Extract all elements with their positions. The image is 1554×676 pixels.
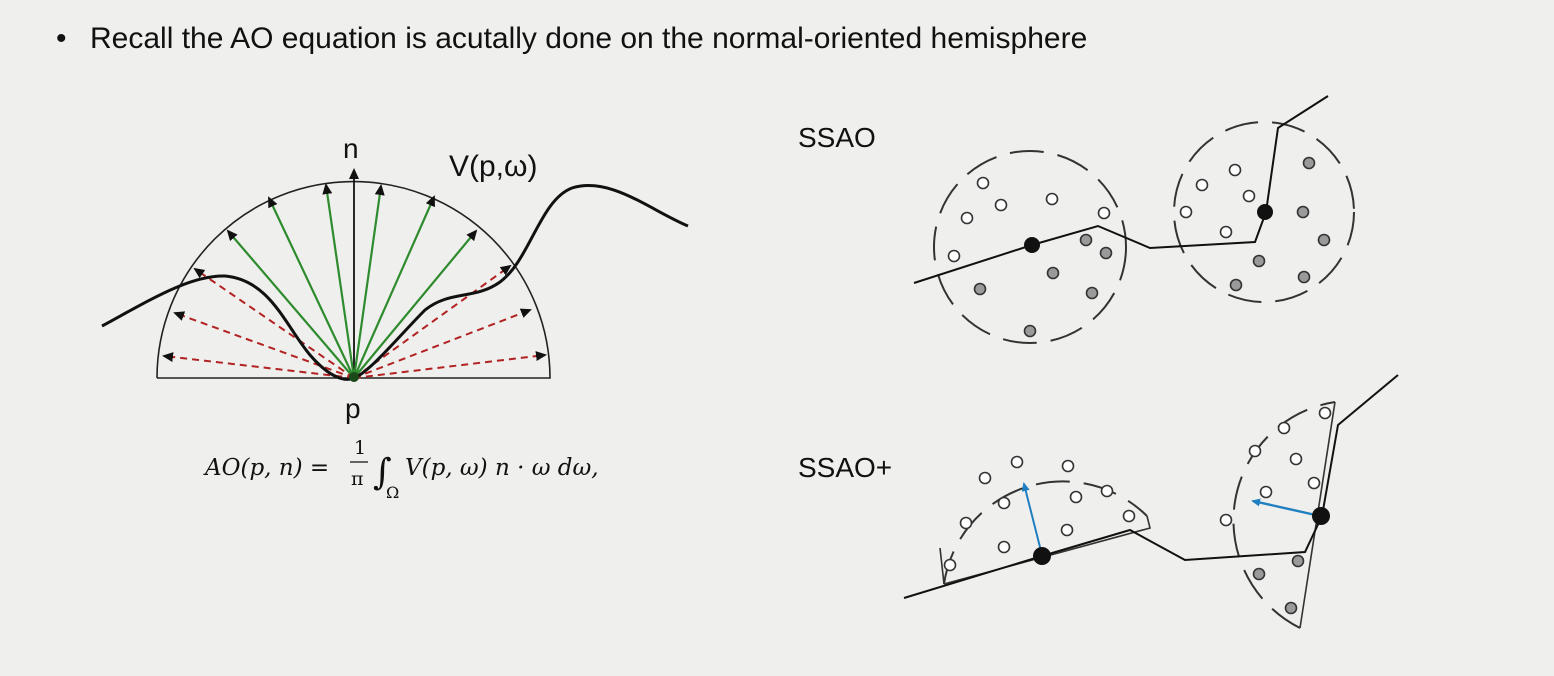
ssao-plus-label: SSAO+ bbox=[798, 452, 892, 483]
ssao-plus-occluded-samples bbox=[1252, 554, 1305, 615]
equation-rhs: V(p, ω) n · ω dω, bbox=[405, 455, 599, 481]
ao-equation: AO(p, n) = 1 π ∫ Ω V(p, ω) n · ω dω, bbox=[203, 437, 599, 502]
bullet-text: Recall the AO equation is acutally done … bbox=[90, 22, 1088, 55]
ssao-plus-hemi-2-arc bbox=[1232, 401, 1336, 629]
n-label: n bbox=[343, 133, 359, 164]
ssao-plus-point-1 bbox=[1033, 547, 1051, 565]
ssao-sphere-2 bbox=[1173, 121, 1355, 303]
ssao-unoccluded-samples bbox=[947, 163, 1256, 263]
visibility-label: V(p,ω) bbox=[449, 150, 537, 183]
occluded-rays bbox=[162, 264, 547, 379]
ssao-plus-point-2 bbox=[1312, 507, 1330, 525]
bullet-item: • Recall the AO equation is acutally done… bbox=[56, 22, 1087, 56]
ssao-figure bbox=[913, 95, 1355, 344]
ssao-plus-normal-1 bbox=[1021, 482, 1043, 556]
integral-domain: Ω bbox=[386, 483, 399, 502]
equation-lhs: AO(p, n) = bbox=[203, 455, 329, 481]
bullet-marker: • bbox=[56, 22, 67, 55]
point-p bbox=[349, 372, 359, 382]
equation-frac-den: π bbox=[351, 468, 364, 490]
surface-curve bbox=[101, 184, 689, 381]
hemisphere-figure: n V(p,ω) p bbox=[101, 133, 689, 424]
ssao-point-2 bbox=[1257, 204, 1273, 220]
integral-sign: ∫ bbox=[373, 452, 392, 493]
ssao-plus-unoccluded-samples bbox=[943, 406, 1332, 572]
ssao-surface bbox=[913, 95, 1329, 284]
ssao-point-1 bbox=[1024, 237, 1040, 253]
ssao-sphere-1 bbox=[933, 150, 1127, 344]
equation-frac-num: 1 bbox=[354, 437, 366, 459]
ssao-plus-surface bbox=[903, 374, 1399, 599]
ssao-plus-hemi-1-arc bbox=[943, 480, 1148, 585]
ssao-plus-figure bbox=[903, 374, 1399, 629]
ssao-occluded-samples bbox=[973, 156, 1331, 338]
p-label: p bbox=[345, 393, 361, 424]
unoccluded-rays bbox=[226, 183, 478, 379]
ssao-label: SSAO bbox=[798, 122, 876, 153]
ssao-plus-normal-2 bbox=[1251, 498, 1321, 518]
